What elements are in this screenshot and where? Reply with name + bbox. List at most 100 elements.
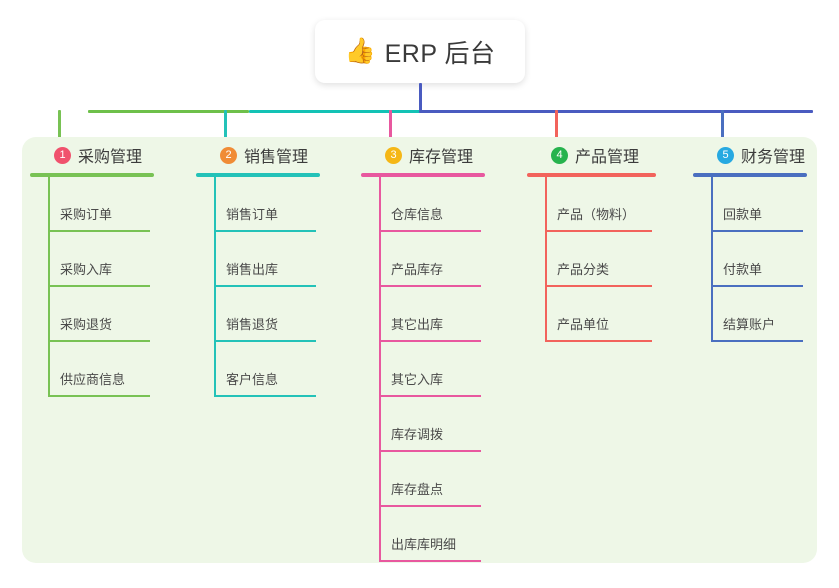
branch-column-3: 3 库存管理仓库信息产品库存其它出库其它入库库存调拨库存盘点出库库明细 bbox=[361, 143, 511, 562]
branch-drop-4 bbox=[555, 110, 558, 151]
leaf-item[interactable]: 回款单 bbox=[693, 177, 833, 232]
leaf-item-label: 产品分类 bbox=[557, 262, 610, 277]
leaf-item-rule bbox=[214, 230, 316, 232]
branch-number-badge-2: 2 bbox=[220, 146, 237, 164]
leaf-item-label: 采购订单 bbox=[60, 207, 113, 222]
branch-underline-2 bbox=[196, 173, 320, 177]
leaf-item[interactable]: 产品单位 bbox=[527, 287, 682, 342]
leaf-item[interactable]: 销售订单 bbox=[196, 177, 346, 232]
leaf-item-label: 销售出库 bbox=[226, 262, 279, 277]
leaf-item-rule bbox=[379, 230, 481, 232]
branch-drop-5 bbox=[721, 110, 724, 151]
leaf-item-rule bbox=[711, 340, 803, 342]
branch-column-5: 5 财务管理回款单付款单结算账户 bbox=[693, 143, 833, 342]
branch-column-4: 4 产品管理产品（物料） 产品分类产品单位 bbox=[527, 143, 682, 342]
leaf-item-rule bbox=[545, 230, 652, 232]
branch-header-3[interactable]: 3 库存管理 bbox=[361, 143, 511, 167]
leaf-item-label: 库存调拨 bbox=[391, 427, 444, 442]
leaf-item-label: 库存盘点 bbox=[391, 482, 444, 497]
root-node[interactable]: 👍 ERP 后台 bbox=[315, 20, 525, 83]
leaf-item-rule bbox=[214, 395, 316, 397]
leaf-item-label: 出库库明细 bbox=[391, 537, 457, 552]
leaf-item-rule bbox=[545, 340, 652, 342]
leaf-item-label: 销售退货 bbox=[226, 317, 279, 332]
leaf-item-label: 结算账户 bbox=[723, 317, 776, 332]
leaf-item[interactable]: 出库库明细 bbox=[361, 507, 511, 562]
leaf-item[interactable]: 产品分类 bbox=[527, 232, 682, 287]
branch-drop-3 bbox=[389, 110, 392, 151]
leaf-item-label: 采购入库 bbox=[60, 262, 113, 277]
leaf-item[interactable]: 采购订单 bbox=[30, 177, 180, 232]
leaf-item[interactable]: 销售退货 bbox=[196, 287, 346, 342]
branch-underline-3 bbox=[361, 173, 485, 177]
branch-title-2: 销售管理 bbox=[244, 149, 309, 166]
branch-column-2: 2 销售管理销售订单销售出库销售退货客户信息 bbox=[196, 143, 346, 397]
thumbs-up-icon: 👍 bbox=[344, 37, 376, 65]
leaf-item-label: 采购退货 bbox=[60, 317, 113, 332]
root-node-content: 👍 ERP 后台 bbox=[344, 34, 495, 70]
branch-header-4[interactable]: 4 产品管理 bbox=[527, 143, 682, 167]
branch-spine-3 bbox=[379, 177, 381, 562]
branch-title-5: 财务管理 bbox=[741, 149, 806, 166]
branch-drop-2 bbox=[224, 110, 227, 151]
branch-number-badge-4: 4 bbox=[551, 146, 568, 164]
branches-card bbox=[22, 137, 817, 563]
leaf-item[interactable]: 结算账户 bbox=[693, 287, 833, 342]
leaf-item-label: 产品单位 bbox=[557, 317, 610, 332]
leaf-item-rule bbox=[48, 395, 150, 397]
root-title: ERP 后台 bbox=[384, 39, 496, 68]
branch-underline-5 bbox=[693, 173, 807, 177]
leaf-item-label: 产品库存 bbox=[391, 262, 444, 277]
leaf-item[interactable]: 仓库信息 bbox=[361, 177, 511, 232]
branch-header-1[interactable]: 1 采购管理 bbox=[30, 143, 180, 167]
branch-number-badge-5: 5 bbox=[717, 146, 734, 164]
leaf-item-rule bbox=[48, 285, 150, 287]
leaf-item[interactable]: 供应商信息 bbox=[30, 342, 180, 397]
leaf-item-rule bbox=[48, 340, 150, 342]
leaf-item[interactable]: 产品（物料） bbox=[527, 177, 682, 232]
branch-number-badge-1: 1 bbox=[54, 146, 71, 164]
branch-header-5[interactable]: 5 财务管理 bbox=[693, 143, 833, 167]
leaf-item[interactable]: 库存调拨 bbox=[361, 397, 511, 452]
leaf-item-rule bbox=[379, 450, 481, 452]
branch-item-list-2: 销售订单销售出库销售退货客户信息 bbox=[196, 177, 346, 397]
bus-segment-green bbox=[88, 110, 249, 113]
leaf-item[interactable]: 采购入库 bbox=[30, 232, 180, 287]
branch-underline-1 bbox=[30, 173, 154, 177]
bus-segment-teal bbox=[249, 110, 422, 113]
leaf-item-rule bbox=[379, 340, 481, 342]
branch-header-2[interactable]: 2 销售管理 bbox=[196, 143, 346, 167]
leaf-item-label: 产品（物料） bbox=[557, 207, 636, 222]
leaf-item[interactable]: 其它入库 bbox=[361, 342, 511, 397]
branch-title-4: 产品管理 bbox=[575, 149, 640, 166]
branch-drop-1 bbox=[58, 110, 61, 151]
branch-title-1: 采购管理 bbox=[78, 149, 143, 166]
leaf-item[interactable]: 采购退货 bbox=[30, 287, 180, 342]
leaf-item[interactable]: 库存盘点 bbox=[361, 452, 511, 507]
branch-spine-4 bbox=[545, 177, 547, 342]
branch-column-1: 1 采购管理采购订单采购入库采购退货供应商信息 bbox=[30, 143, 180, 397]
leaf-item-rule bbox=[711, 285, 803, 287]
bus-segment-blue bbox=[419, 110, 813, 113]
leaf-item-label: 销售订单 bbox=[226, 207, 279, 222]
leaf-item-label: 供应商信息 bbox=[60, 372, 126, 387]
branch-number-badge-3: 3 bbox=[385, 146, 402, 164]
leaf-item-label: 付款单 bbox=[723, 262, 763, 277]
leaf-item[interactable]: 销售出库 bbox=[196, 232, 346, 287]
branch-item-list-3: 仓库信息产品库存其它出库其它入库库存调拨库存盘点出库库明细 bbox=[361, 177, 511, 562]
branch-underline-4 bbox=[527, 173, 656, 177]
leaf-item[interactable]: 付款单 bbox=[693, 232, 833, 287]
leaf-item[interactable]: 客户信息 bbox=[196, 342, 346, 397]
leaf-item-rule bbox=[214, 340, 316, 342]
leaf-item-label: 其它出库 bbox=[391, 317, 444, 332]
leaf-item[interactable]: 产品库存 bbox=[361, 232, 511, 287]
leaf-item-rule bbox=[545, 285, 652, 287]
trunk-line bbox=[419, 83, 422, 113]
leaf-item[interactable]: 其它出库 bbox=[361, 287, 511, 342]
leaf-item-rule bbox=[379, 505, 481, 507]
leaf-item-rule bbox=[379, 560, 481, 562]
branch-item-list-4: 产品（物料） 产品分类产品单位 bbox=[527, 177, 682, 342]
branch-title-3: 库存管理 bbox=[409, 149, 474, 166]
branch-spine-2 bbox=[214, 177, 216, 397]
